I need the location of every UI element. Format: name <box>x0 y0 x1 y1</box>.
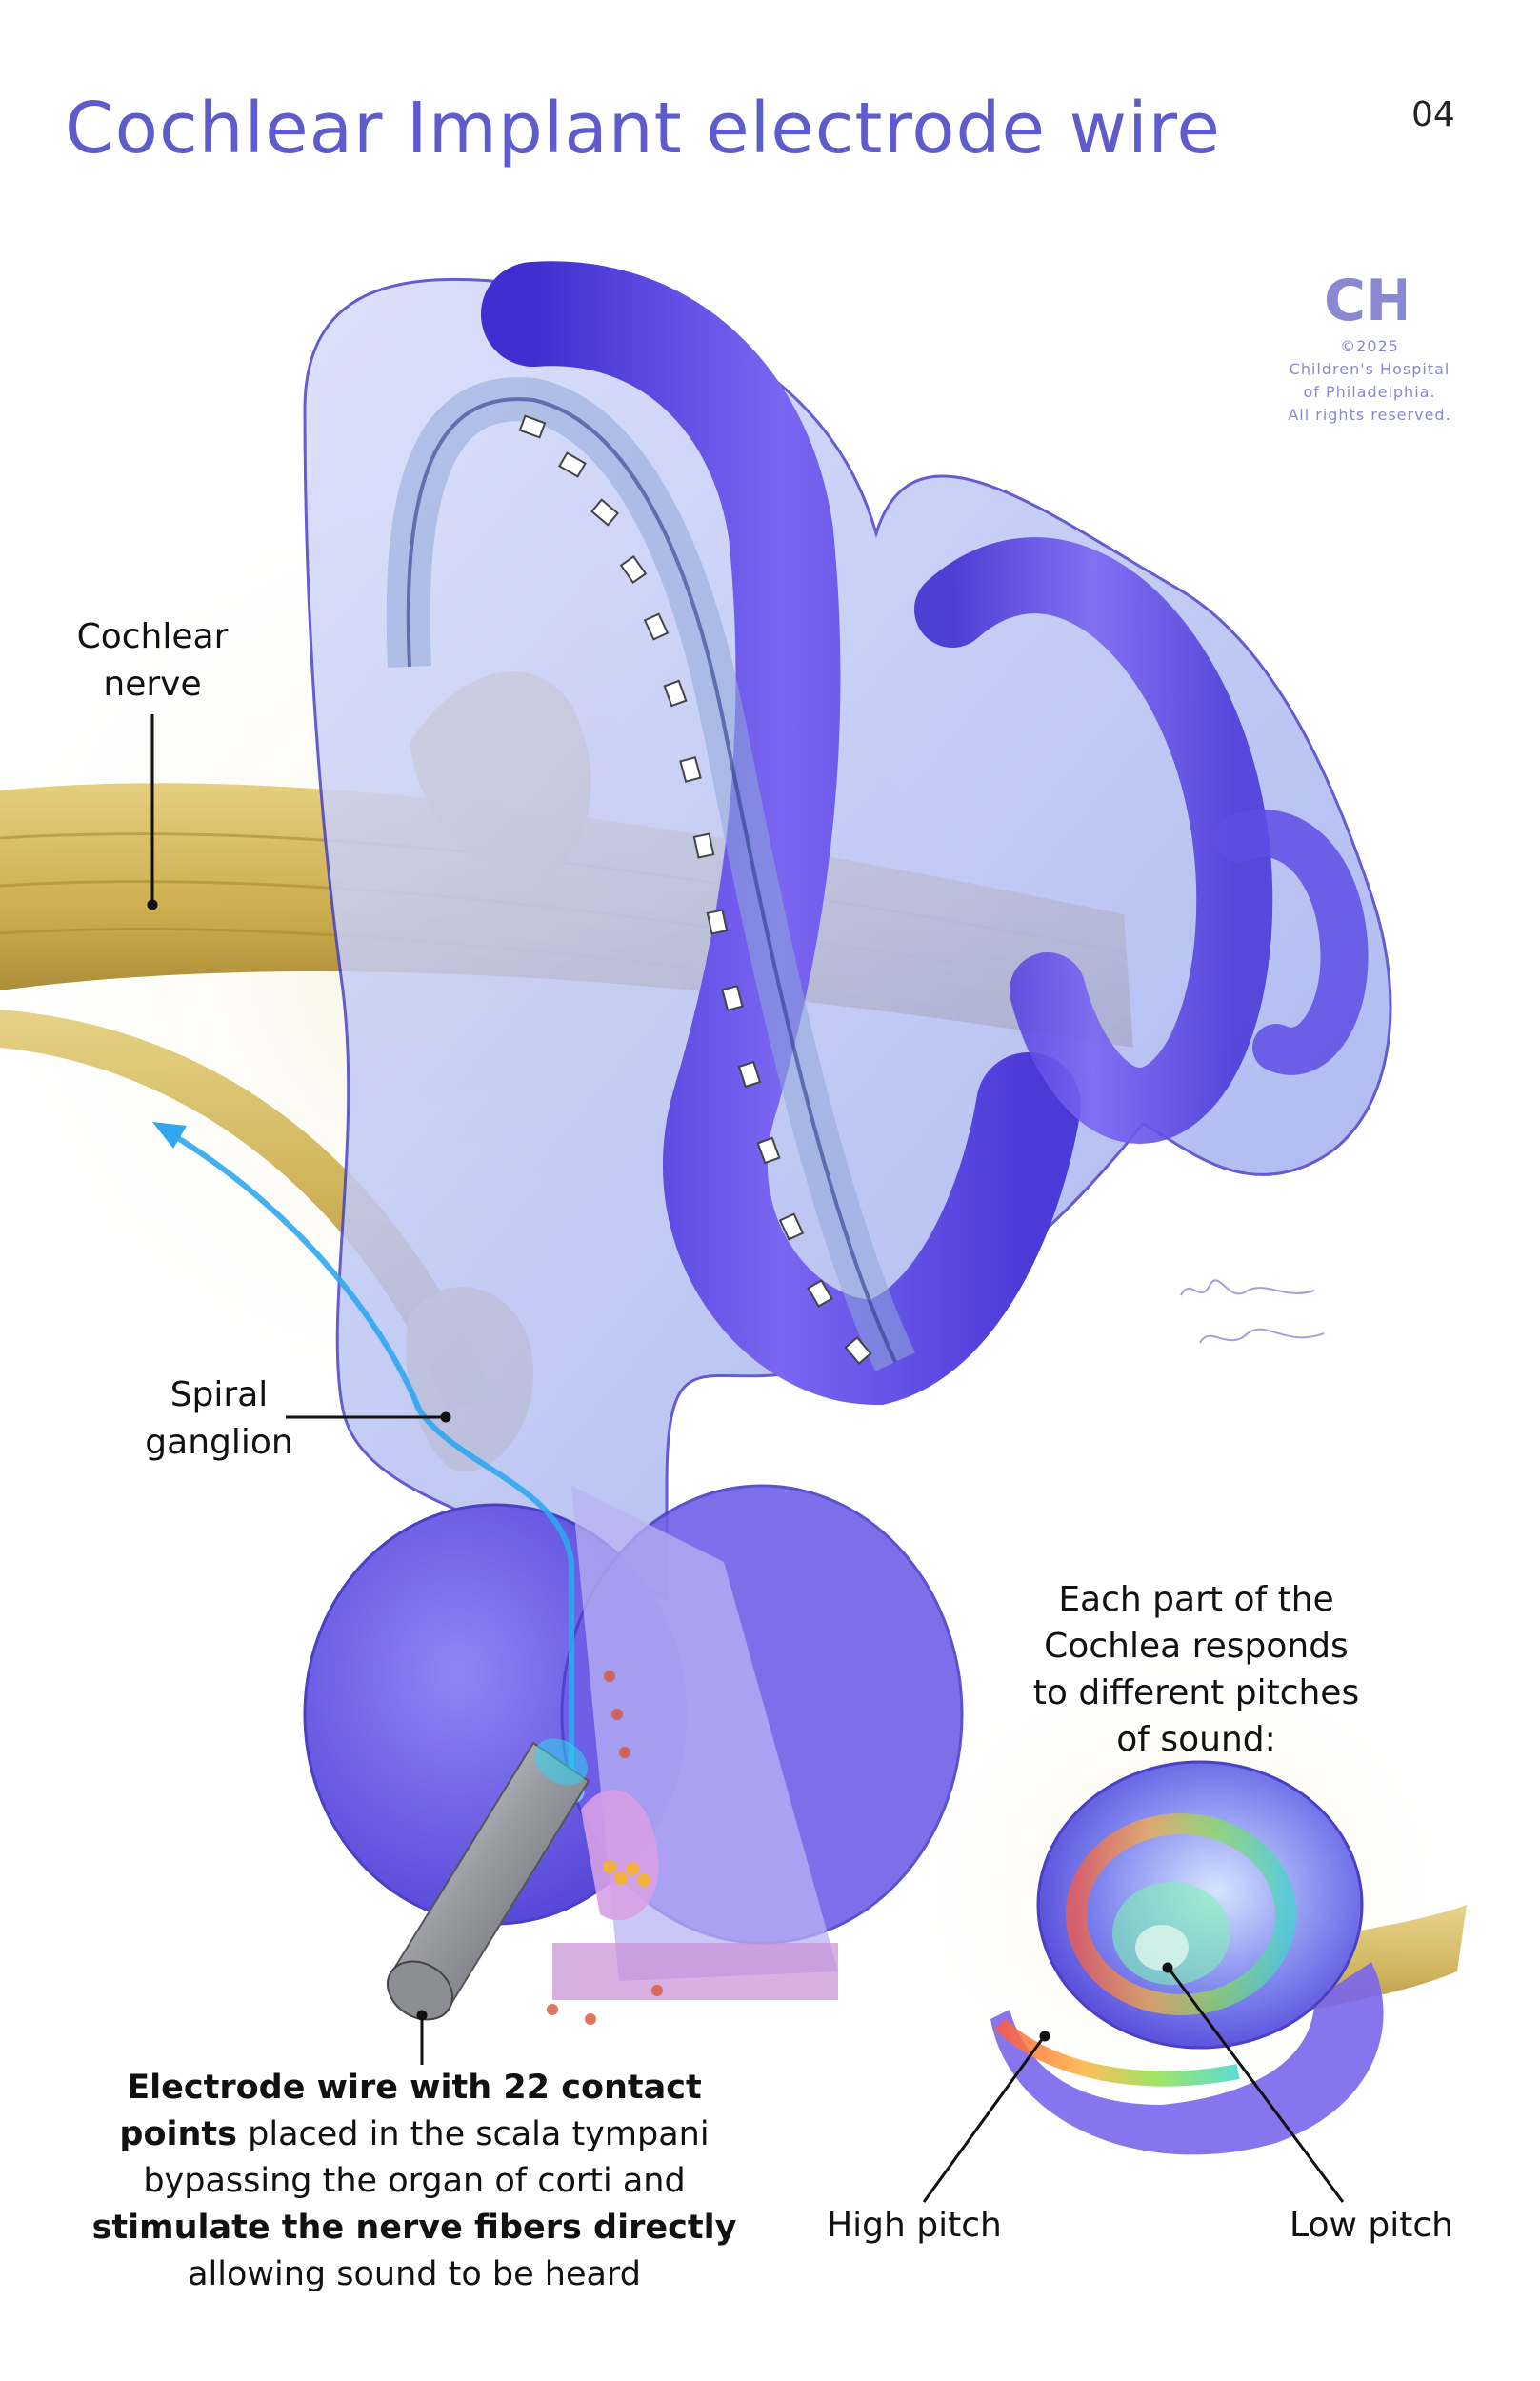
electrode-rod <box>387 1738 590 2021</box>
signal-path <box>160 1126 574 1781</box>
vessels <box>547 1671 663 2025</box>
label-line: nerve <box>103 665 202 704</box>
copyright-line: All rights reserved. <box>1288 406 1451 424</box>
high-pitch-leader <box>922 2037 1045 2203</box>
caption-line: Electrode wire with 22 contact <box>57 2065 771 2111</box>
pitch-caption: Each part of the Cochlea responds to dif… <box>987 1576 1406 1763</box>
pitch-spiral-inset <box>990 1760 1467 2155</box>
signal-arrowhead <box>152 1122 187 1149</box>
label-high-pitch: High pitch <box>827 2206 1002 2245</box>
electrode-caption: Electrode wire with 22 contact points pl… <box>57 2065 771 2298</box>
label-line: ganglion <box>145 1423 293 1462</box>
caption-normal: placed in the scala tympani <box>237 2115 710 2153</box>
caption-line: Each part of the <box>1058 1580 1334 1619</box>
caption-bold: stimulate the nerve fibers directly <box>91 2209 737 2247</box>
label-low-pitch: Low pitch <box>1290 2206 1453 2245</box>
copyright-line: Children's Hospital <box>1289 360 1450 378</box>
caption-line: stimulate the nerve fibers directly <box>57 2205 771 2251</box>
label-line: Cochlear <box>76 617 229 656</box>
electrode-contacts <box>518 414 872 1365</box>
leader-lines <box>147 714 1345 2203</box>
label-spiral-ganglion: Spiral ganglion <box>124 1371 314 1467</box>
artist-signature <box>1180 1279 1325 1344</box>
logo-text: CH <box>1324 268 1406 333</box>
caption-line: to different pitches <box>1032 1673 1360 1712</box>
label-cochlear-nerve: Cochlear nerve <box>57 613 248 709</box>
copyright-block: ©2025 Children's Hospital of Philadelphi… <box>1257 335 1482 427</box>
hair-cells <box>603 1860 650 1887</box>
page-number: 04 <box>1411 95 1455 134</box>
caption-bold: Electrode wire with 22 contact <box>127 2069 702 2107</box>
copyright-line: ©2025 <box>1340 337 1399 355</box>
cochlea-cross-section <box>303 1484 964 2025</box>
caption-line: points placed in the scala tympani <box>57 2111 771 2158</box>
caption-line: allowing sound to be heard <box>57 2251 771 2298</box>
page-title: Cochlear Implant electrode wire <box>65 88 1221 170</box>
caption-line: bypassing the organ of corti and <box>57 2158 771 2205</box>
caption-line: Cochlea responds <box>1044 1627 1349 1666</box>
caption-line: of sound: <box>1116 1720 1276 1759</box>
caption-normal: allowing sound to be heard <box>188 2255 641 2293</box>
label-line: Spiral <box>170 1375 269 1414</box>
low-pitch-leader <box>1168 1969 1345 2203</box>
cochlea-spiral <box>303 261 1392 1603</box>
copyright-line: of Philadelphia. <box>1303 383 1436 401</box>
caption-bold: points <box>119 2115 237 2153</box>
chop-logo-icon: CH <box>1324 268 1406 333</box>
caption-normal: bypassing the organ of corti and <box>143 2162 686 2200</box>
